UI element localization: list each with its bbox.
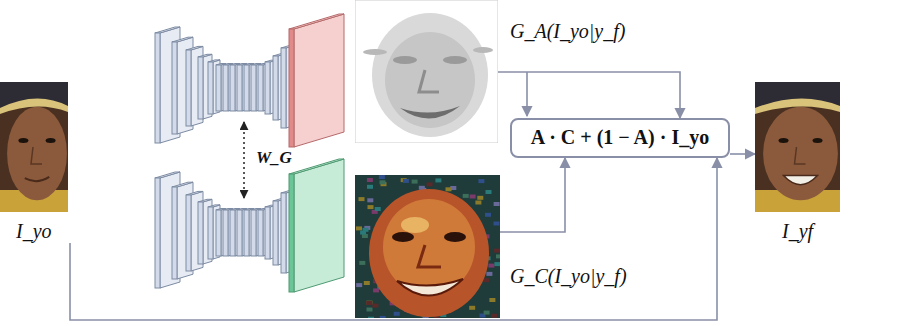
face-picture xyxy=(355,175,500,322)
layer-top xyxy=(155,172,180,178)
layer-top xyxy=(186,46,203,50)
layer-side xyxy=(294,159,344,292)
layer-side xyxy=(177,182,193,279)
attention-mask: G_A(I_yo|y_f) xyxy=(355,0,498,143)
layer-front xyxy=(244,210,249,256)
face-picture xyxy=(355,0,498,147)
weights-label: W_G xyxy=(254,148,294,168)
layer-side xyxy=(160,27,180,143)
layer-front xyxy=(155,33,160,143)
connector xyxy=(70,158,717,320)
layer-side xyxy=(177,37,193,134)
layer-front xyxy=(223,65,228,111)
layer-side xyxy=(203,54,212,119)
image-label: I_yo xyxy=(16,220,52,243)
attention-generator xyxy=(155,14,344,147)
output-image: I_yf xyxy=(755,82,840,243)
layer-front xyxy=(230,210,235,256)
formula-text: A · C + (1 − A) · I_yo xyxy=(531,126,709,148)
layer-side xyxy=(160,172,180,288)
layer-front xyxy=(172,42,177,134)
layer-front xyxy=(273,56,278,120)
layer-front xyxy=(230,65,235,111)
layer-front xyxy=(172,187,177,279)
layer-top xyxy=(172,37,193,42)
layer-front xyxy=(273,201,278,265)
layer-front xyxy=(244,65,249,111)
image-label: G_A(I_yo|y_f) xyxy=(510,20,625,43)
layer-side xyxy=(213,205,220,259)
layer-front xyxy=(258,65,263,111)
shared-weights-arrow xyxy=(243,122,245,198)
layer-front xyxy=(265,62,270,114)
image-label: I_yf xyxy=(782,220,813,243)
layer-side xyxy=(203,199,212,264)
layer-front xyxy=(251,65,256,111)
layer-top xyxy=(186,191,203,195)
layer-front xyxy=(208,207,213,259)
face-picture xyxy=(0,82,68,216)
layer-side xyxy=(213,60,220,114)
layer-front xyxy=(155,178,160,288)
layer-top xyxy=(155,27,180,33)
color-mask: G_C(I_yo|y_f) xyxy=(355,175,500,318)
layer-front xyxy=(258,210,263,256)
layer-front xyxy=(186,195,191,271)
layer-side xyxy=(191,191,203,271)
layer-front xyxy=(251,210,256,256)
image-label: G_C(I_yo|y_f) xyxy=(510,265,627,288)
layer-front xyxy=(281,48,286,128)
connector xyxy=(498,72,680,118)
layer-front xyxy=(208,62,213,114)
layer-top xyxy=(172,182,193,187)
layer-top xyxy=(289,159,344,174)
connector xyxy=(730,153,755,155)
face-picture xyxy=(755,82,840,216)
layer-front xyxy=(198,202,203,264)
layer-front xyxy=(198,57,203,119)
layer-front xyxy=(186,50,191,126)
layer-front xyxy=(237,65,242,111)
layer-side xyxy=(294,14,344,147)
layer-front xyxy=(289,174,294,292)
color-generator xyxy=(155,159,344,292)
layer-front xyxy=(216,210,221,256)
formula-box: A · C + (1 − A) · I_yo xyxy=(510,118,730,158)
layer-front xyxy=(223,210,228,256)
layer-front xyxy=(237,210,242,256)
layer-front xyxy=(281,193,286,273)
layer-front xyxy=(265,207,270,259)
input-image: I_yo xyxy=(0,82,68,243)
connector xyxy=(500,158,565,232)
layer-front xyxy=(289,29,294,147)
layer-front xyxy=(216,65,221,111)
layer-top xyxy=(289,14,344,29)
layer-side xyxy=(191,46,203,126)
attention-branch-line xyxy=(526,72,528,116)
